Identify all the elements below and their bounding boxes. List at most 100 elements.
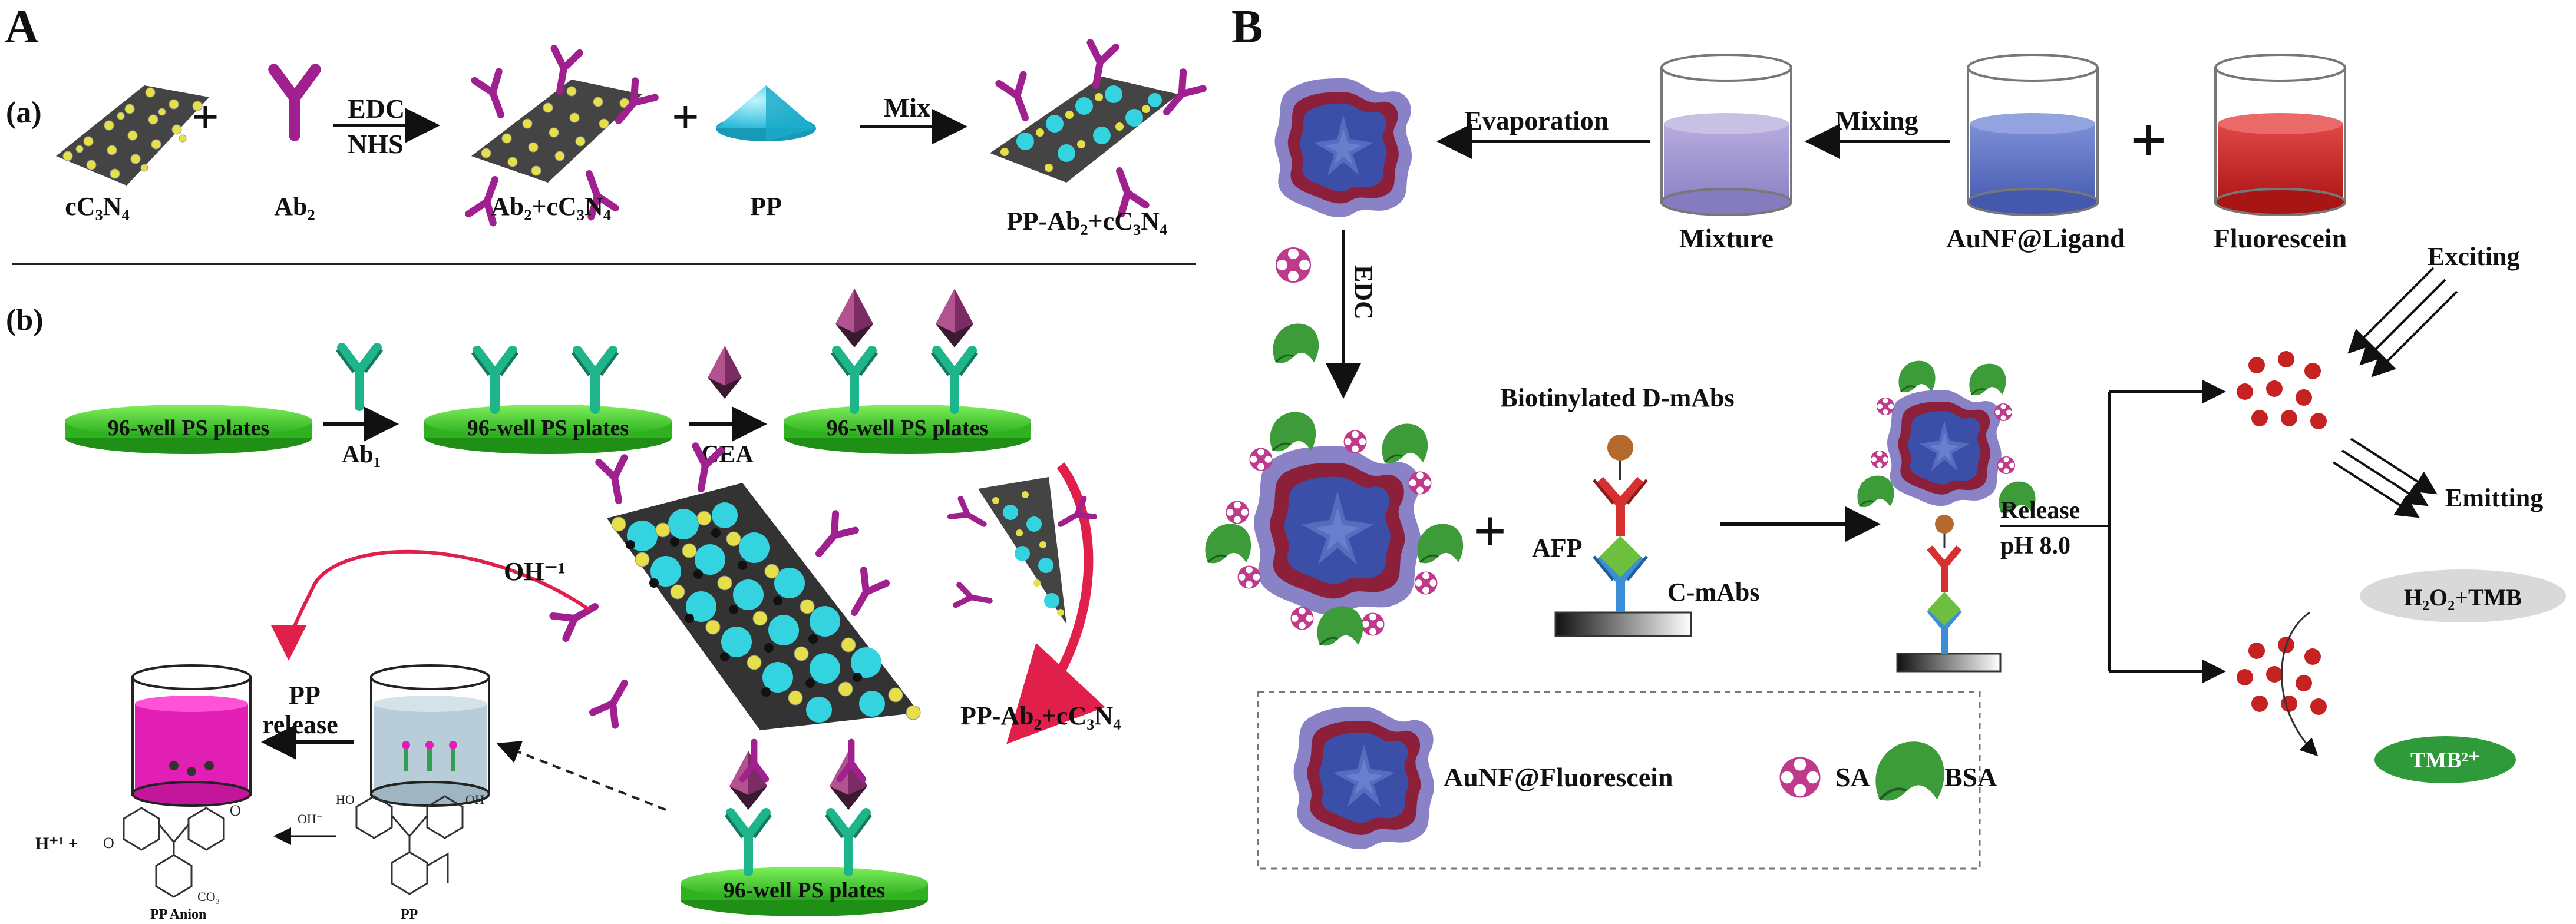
plate-3-label: 96-well PS plates (827, 416, 988, 441)
panel-a: A (a) + (5, 1, 1203, 922)
h2o2-tmb-label: H₂O₂+TMB (2404, 584, 2522, 611)
pp-cone-icon (716, 85, 816, 141)
plate-2: 96-well PS plates (424, 405, 672, 454)
cc3n4-label: cC₃N₄ (65, 192, 129, 221)
plus-top: + (2130, 104, 2167, 176)
edc-label-b: EDC (1349, 265, 1378, 320)
pp-small-label: PP (401, 907, 418, 922)
exciting-arrows (2347, 267, 2458, 377)
bound-complex (1857, 360, 2036, 514)
grey-beaker (370, 664, 490, 807)
plate-2-label: 96-well PS plates (467, 416, 629, 441)
fluorescein-label: Fluorescein (2214, 223, 2347, 253)
ph-label: pH 8.0 (2000, 532, 2070, 559)
exciting-label: Exciting (2428, 242, 2519, 271)
pp-anion-co2: CO₂ (197, 889, 220, 904)
oh-red-arrow (271, 549, 590, 661)
row-a: (a) + EDC (6, 42, 1203, 236)
biotinylated-label: Biotinylated D-mAbs (1500, 383, 1734, 412)
c-mabs-label: C-mAbs (1667, 578, 1759, 607)
plate-3-cea-1 (835, 289, 873, 347)
aunf-top (1274, 78, 1412, 217)
plate-3: 96-well PS plates (784, 405, 1031, 454)
oh-small-label: OH⁻ (298, 812, 323, 826)
pp-structure (355, 795, 464, 895)
h-plus-label: H⁺¹ + (35, 834, 78, 853)
plate-3-antibody-2 (932, 350, 977, 409)
plus-sign-2: + (672, 90, 699, 144)
pp-anion-label: PP Anion (150, 907, 206, 922)
legend-bsa-label: BSA (1944, 762, 1997, 792)
pp-release-label-2: release (262, 710, 338, 739)
legend-aunf-icon (1293, 707, 1435, 850)
row-b: (b) 96-well PS plates Ab₁ 96-well PS pla… (6, 289, 1121, 922)
oh-label: OH⁻¹ (504, 557, 566, 586)
pp-ab2-cc3n4-label: PP-Ab₂+cC₃N₄ (1007, 207, 1167, 236)
legend-bsa-icon (1875, 741, 1944, 800)
plate-4-label: 96-well PS plates (724, 878, 885, 903)
ab2-label: Ab₂ (274, 192, 315, 221)
plate-4: 96-well PS plates (681, 867, 928, 916)
red-dots-top (2237, 351, 2327, 429)
emitting-arrows (2332, 438, 2438, 518)
aunf-functionalized-left (1204, 411, 1464, 647)
plate-3-cea-2 (936, 289, 973, 347)
plate-4-cea-1 (729, 751, 767, 810)
row-a-tag: (a) (6, 96, 42, 130)
pp-anion-structure (123, 807, 225, 898)
pp-anion-o-left: O (103, 834, 114, 852)
nhs-label: NHS (348, 129, 404, 159)
legend-box (1257, 691, 1981, 870)
pp-ab2-cc3n4-conjugate (990, 42, 1203, 214)
mix-label: Mix (884, 92, 930, 122)
bound-sandwich (1896, 515, 2002, 673)
pp-release-label-1: PP (289, 681, 321, 710)
afp-sandwich (1554, 435, 1692, 637)
h2o2-tmb-badge (2360, 569, 2566, 622)
plate-2-antibody-1 (473, 350, 517, 409)
pp-ab2-complex-large (553, 446, 921, 730)
aunf-ligand-label: AuNF@Ligand (1946, 223, 2125, 253)
emitting-label: Emitting (2445, 483, 2543, 512)
plate-4-antibody-2 (826, 813, 871, 872)
afp-label: AFP (1532, 534, 1583, 562)
plate-3-antibody-1 (832, 350, 877, 409)
ab2-cc3n4-conjugate (468, 48, 655, 223)
pp-ab2-complex-small (950, 477, 1095, 624)
plate-1-label: 96-well PS plates (108, 416, 269, 441)
tmb-reaction-curve (2281, 611, 2319, 757)
ab2-antibody-icon (274, 69, 315, 135)
cea-diamond-icon (708, 346, 742, 399)
plate-1: 96-well PS plates (65, 405, 312, 454)
plate-2-antibody-2 (573, 350, 617, 409)
row-b-tag: (b) (6, 303, 44, 337)
panel-b: B Evaporation Mixture Mixing AuNF@Ligand… (1204, 1, 2566, 870)
pp-label: PP (750, 192, 782, 221)
pp-anion-o-right: O (230, 802, 241, 819)
mixture-label: Mixture (1679, 223, 1774, 253)
ab1-antibody-icon (337, 347, 382, 406)
tmb2-badge (2374, 736, 2516, 783)
sa-icon-left (1276, 247, 1311, 283)
evaporation-label: Evaporation (1464, 105, 1609, 135)
bsa-icon-left (1272, 323, 1320, 364)
pink-beaker (131, 664, 252, 807)
legend-aunf-label: AuNF@Fluorescein (1444, 762, 1673, 792)
red-curved-arrow-binding (1006, 462, 1105, 744)
aunf-ligand-beaker (1967, 54, 2099, 216)
edc-label-a: EDC (348, 94, 405, 124)
legend-sa-label: SA (1835, 762, 1870, 792)
ab2-cc3n4-label: Ab₂+cC₃N₄ (491, 192, 611, 221)
mixing-label: Mixing (1835, 105, 1918, 135)
mixture-beaker (1660, 54, 1792, 216)
panel-b-letter: B (1231, 1, 1263, 53)
complex-label: PP-Ab₂+cC₃N₄ (960, 701, 1121, 730)
red-dots-bottom (2237, 637, 2327, 715)
plus-sign-1: + (191, 90, 219, 144)
plate-4-antibody-1 (726, 813, 771, 872)
dashed-return-arrow (496, 741, 666, 811)
pp-o-left: HO (336, 792, 355, 807)
fluorescein-beaker (2214, 54, 2346, 216)
cc3n4-sheet (56, 85, 209, 186)
